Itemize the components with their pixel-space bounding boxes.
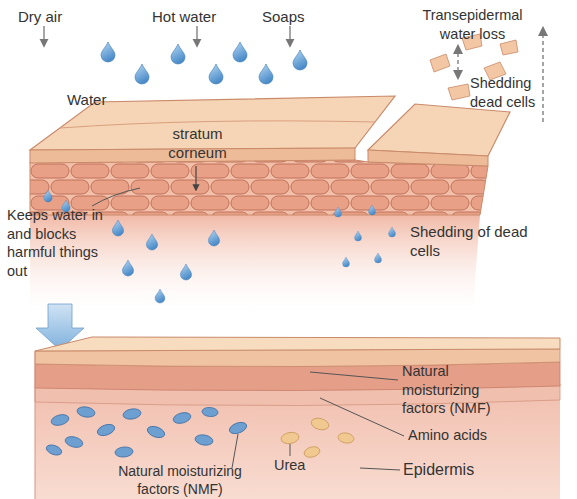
- water-drop: [146, 234, 157, 250]
- leader-line: [320, 398, 404, 436]
- water-drop: [389, 227, 396, 237]
- water-drop: [155, 289, 165, 303]
- leader-line: [232, 434, 238, 468]
- nmf-molecule: [64, 435, 84, 449]
- urea-molecule: [310, 416, 330, 431]
- dead-cell-flake: [500, 40, 518, 55]
- water-drop: [375, 253, 382, 263]
- leader-arrow: [195, 166, 196, 190]
- nmf-molecule: [50, 413, 70, 427]
- nmf-molecule: [228, 420, 248, 436]
- dead-cell-flake: [430, 54, 450, 72]
- water-drop: [122, 260, 133, 276]
- nmf-molecule: [45, 443, 63, 457]
- nmf-molecule: [115, 446, 134, 458]
- urea-molecule: [337, 432, 354, 445]
- urea-molecule: [280, 431, 300, 445]
- water-drop: [355, 231, 362, 241]
- water-drop: [343, 257, 350, 267]
- process-label: Shedding of dead cells: [410, 222, 528, 260]
- water-drop: [335, 207, 342, 217]
- water-drop: [259, 64, 273, 84]
- water-drop: [209, 64, 223, 84]
- layer-label: Epidermis: [403, 460, 498, 480]
- nmf-molecule: [146, 424, 166, 440]
- cause-label: Dry air: [18, 7, 88, 26]
- urea-molecules: [280, 416, 355, 459]
- layer-label: stratum corneum: [155, 124, 240, 162]
- water-drop: [180, 264, 191, 280]
- cracked-surface: [368, 104, 510, 156]
- component-label: Natural moisturizing factors (NMF): [402, 362, 517, 418]
- leader-line: [290, 444, 291, 456]
- nmf-molecule: [122, 408, 141, 421]
- urea-molecule: [303, 445, 321, 459]
- water-loss-arrow: [457, 46, 459, 78]
- component-label: Amino acids: [408, 426, 518, 445]
- nmf-molecule: [172, 411, 192, 425]
- component-label: Natural moisturizing factors (NMF): [100, 463, 260, 499]
- nmf-molecule: [194, 434, 213, 447]
- cause-arrow: [289, 26, 290, 46]
- cause-label: Hot water: [152, 7, 242, 26]
- leader-line: [92, 188, 140, 206]
- water-drop: [135, 64, 149, 84]
- process-label: Transepidermal water loss: [405, 6, 540, 43]
- process-label: Shedding dead cells: [470, 74, 560, 111]
- water-drop: [101, 42, 115, 62]
- water-drop: [44, 190, 52, 202]
- leader-line: [310, 372, 398, 380]
- water-drop: [293, 50, 307, 70]
- function-note: Keeps water in and blocks harmful things…: [7, 206, 109, 280]
- cause-arrow: [43, 26, 44, 46]
- nmf-molecule: [76, 406, 95, 419]
- nmf-molecule: [202, 407, 219, 417]
- water-drop: [171, 44, 185, 64]
- water-drop: [112, 220, 123, 236]
- block-edge: [35, 351, 36, 499]
- water-drop: [233, 42, 247, 62]
- dead-cell-flake: [448, 84, 470, 100]
- shedding-arrow: [542, 28, 544, 122]
- stratum-corneum-band: [35, 349, 560, 367]
- cracked-edge: [368, 150, 488, 166]
- cell-layer: [30, 160, 488, 215]
- water-drop: [369, 205, 376, 215]
- skin-surface: [35, 337, 560, 351]
- cause-label: Soaps: [262, 7, 332, 26]
- water-label: Water: [67, 90, 127, 109]
- nmf-molecules: [45, 406, 248, 458]
- leader-line: [360, 468, 400, 470]
- water-drop: [208, 230, 219, 246]
- cause-arrow: [196, 26, 197, 46]
- component-label: Urea: [274, 456, 324, 475]
- nmf-molecule: [96, 422, 116, 438]
